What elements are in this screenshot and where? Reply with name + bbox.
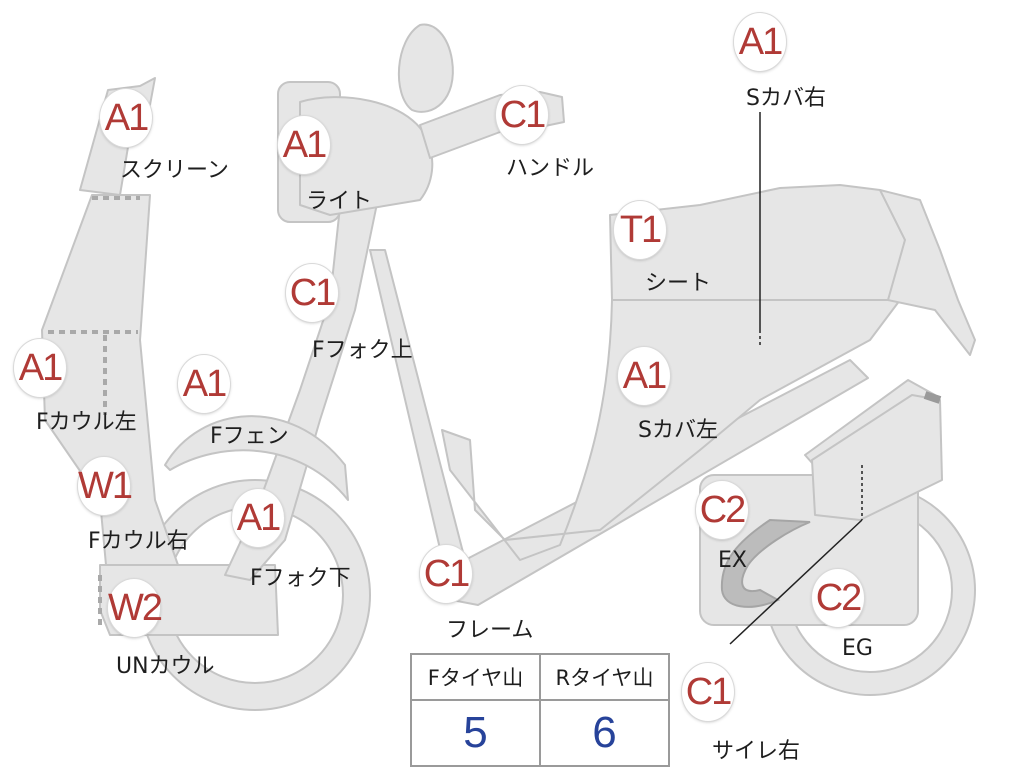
part-label: シート	[645, 271, 712, 296]
part-label: Fフォク下	[250, 566, 351, 591]
grade-badge: A1	[618, 347, 670, 405]
grade-badge: W1	[78, 457, 133, 515]
front-tire-value: 5	[410, 699, 541, 767]
silencer-part	[811, 394, 943, 521]
grade-badge: A1	[100, 89, 152, 147]
exhaust-pipe-part	[720, 518, 811, 608]
part-label: EX	[718, 548, 747, 573]
grade-badge: W2	[108, 579, 163, 637]
part-label: サイレ右	[712, 739, 801, 764]
grade-badge: A1	[278, 116, 330, 174]
rear-tire-header: Rタイヤ山	[539, 653, 670, 701]
grade-badge: C2	[812, 569, 864, 627]
grade-badge: A1	[734, 13, 786, 71]
part-label: Sカバ左	[638, 418, 718, 443]
tail-part	[879, 189, 976, 356]
front-tire-header: Fタイヤ山	[410, 653, 541, 701]
part-label: ライト	[306, 189, 373, 214]
part-label: EG	[842, 636, 873, 661]
part-label: Sカバ右	[746, 86, 826, 111]
grade-badge: C1	[420, 545, 472, 603]
part-label: ハンドル	[506, 156, 595, 181]
mirror-part	[397, 23, 454, 113]
rear-tire-value: 6	[539, 699, 670, 767]
front-fork-part	[224, 159, 386, 581]
grade-badge: C1	[496, 86, 548, 144]
grade-badge: C1	[682, 663, 734, 721]
part-label: Fカウル左	[36, 410, 137, 435]
grade-badge: T1	[614, 201, 666, 259]
grade-badge: C2	[696, 481, 748, 539]
part-label: Fフェン	[210, 424, 289, 449]
frame-part	[369, 249, 869, 606]
grade-badge: C1	[286, 264, 338, 322]
part-label: Fフォク上	[312, 338, 413, 363]
grade-badge: A1	[178, 355, 230, 413]
part-label: UNカウル	[116, 654, 215, 679]
tire-tread-table: Fタイヤ山 Rタイヤ山 5 6	[410, 653, 670, 767]
body-cover-part	[441, 299, 901, 561]
part-label: フレーム	[446, 618, 534, 643]
part-label: スクリーン	[120, 158, 229, 183]
grade-badge: A1	[14, 339, 66, 397]
front-fender-part	[164, 415, 349, 501]
grade-badge: A1	[232, 489, 284, 547]
part-label: Fカウル右	[88, 529, 189, 554]
